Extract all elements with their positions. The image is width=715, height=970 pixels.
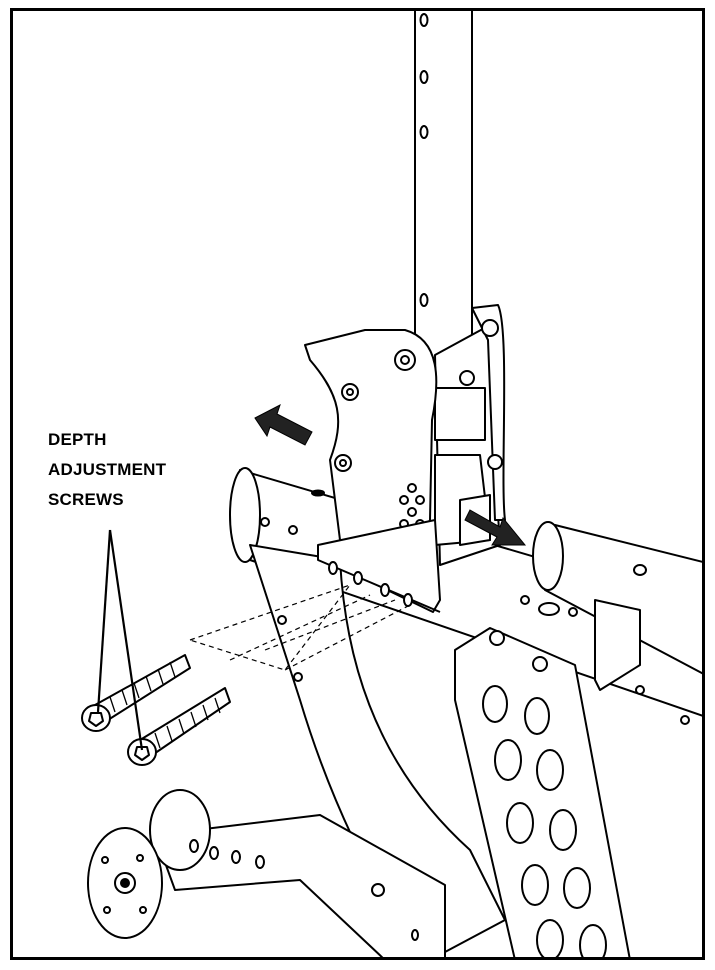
callout-line-3: SCREWS	[48, 490, 124, 509]
depth-adjustment-screw-2	[127, 687, 231, 766]
callout-line-2: ADJUSTMENT	[48, 460, 167, 479]
arrow-pull-right	[464, 509, 527, 546]
footplate	[454, 627, 631, 957]
alignment-guides	[189, 584, 411, 671]
leg-strip	[249, 544, 506, 957]
cross-tube	[532, 521, 702, 691]
depth-adjustment-screws-label: DEPTH ADJUSTMENT SCREWS	[48, 425, 166, 515]
callout-line-1: DEPTH	[48, 430, 107, 449]
callout-leaders	[96, 529, 144, 751]
depth-clamp	[304, 304, 506, 613]
caster-wheel	[87, 789, 446, 957]
arrow-pull-left	[254, 403, 313, 446]
back-post	[414, 11, 473, 361]
depth-adjustment-screw-1	[81, 654, 191, 732]
